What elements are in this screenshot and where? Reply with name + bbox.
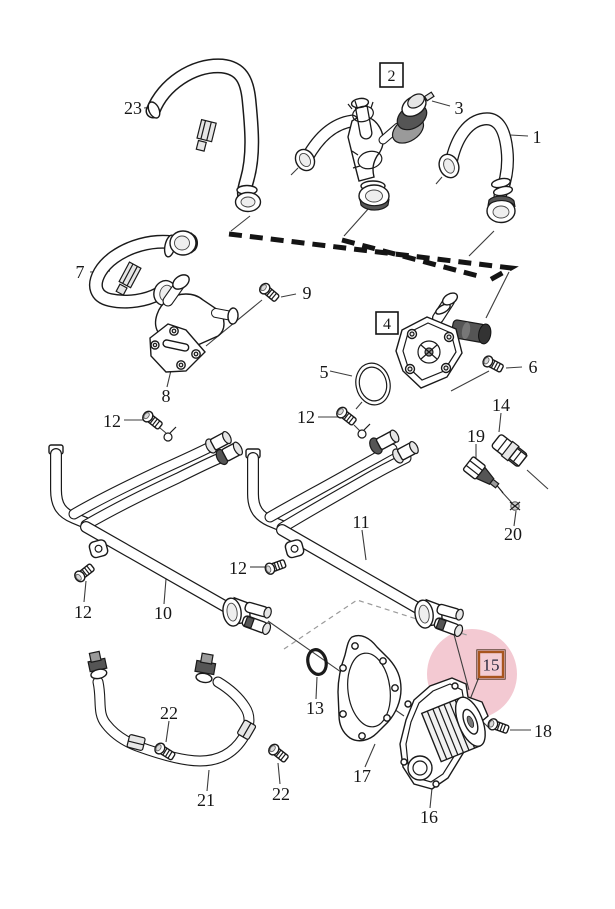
- part-10-pipe: [48, 426, 277, 637]
- label-17: 17: [353, 766, 371, 786]
- label-19: 19: [467, 426, 485, 446]
- part-16-water-pump: [399, 677, 489, 790]
- label-8: 8: [162, 386, 171, 406]
- part-17-gasket: [337, 634, 402, 742]
- part-16-pulley: [420, 696, 486, 763]
- part-13-oring: [306, 648, 328, 676]
- part-6-screw: [480, 353, 506, 375]
- label-21: 21: [197, 790, 215, 810]
- part-20-washer: [509, 501, 521, 511]
- label-22a: 22: [160, 703, 178, 723]
- part-19-sensor: [462, 456, 504, 494]
- part-9-screw: [256, 280, 282, 304]
- boxed-label-4-text[interactable]: 4: [383, 316, 391, 333]
- label-22b: 22: [272, 784, 290, 804]
- part-21-bracket-left: [126, 734, 146, 751]
- part-14-sensor: [491, 434, 528, 468]
- part-21-fitting-left: [87, 650, 108, 680]
- label-18: 18: [534, 721, 552, 741]
- part-10-bracket: [87, 538, 110, 560]
- boxed-label-2[interactable]: 2: [379, 62, 404, 88]
- part-2-clamp-upper: [347, 100, 374, 123]
- part-2-hose-assembly: [290, 97, 390, 211]
- part-3-valve: [378, 91, 435, 145]
- part-21-fitting-right: [194, 652, 217, 684]
- boxed-label-2-text[interactable]: 2: [388, 68, 396, 85]
- label-7: 7: [76, 262, 85, 282]
- label-9: 9: [303, 283, 312, 303]
- label-12d: 12: [229, 558, 247, 578]
- separator-dashed-lines: [228, 231, 519, 284]
- part-12-screw-c: [72, 561, 97, 585]
- label-11: 11: [352, 512, 369, 532]
- part-21-bracket-right: [237, 719, 257, 740]
- part-23-hose: [145, 58, 262, 213]
- label-14: 14: [492, 395, 510, 415]
- part-11-hook: [357, 423, 371, 439]
- label-13: 13: [306, 698, 324, 718]
- part-10-connector: [215, 593, 277, 637]
- label-3: 3: [455, 98, 464, 118]
- part-11-bracket: [283, 538, 306, 560]
- callout-labels: 23 3 1 7 9 8 5 6 12 12 14 19 20 11 10 12…: [74, 98, 552, 827]
- part-10-hook: [163, 426, 177, 442]
- part-2-clamp-mid: [351, 150, 383, 170]
- part-12-screw-b: [334, 404, 359, 428]
- part-4-thermostat-housing: [395, 292, 492, 389]
- label-5: 5: [320, 362, 329, 382]
- part-23-clamp: [195, 118, 217, 152]
- part-7-clamp: [115, 261, 142, 296]
- part-12-screw-d: [263, 557, 288, 577]
- part-22-screw-b: [266, 741, 291, 765]
- boxed-label-15-text[interactable]: 15: [483, 656, 500, 675]
- label-6: 6: [529, 357, 538, 377]
- label-12b: 12: [297, 407, 315, 427]
- part-5-gasket: [355, 362, 391, 410]
- boxed-label-15-highlighted[interactable]: 15: [476, 649, 506, 680]
- part-8-housing: [149, 274, 239, 373]
- part-11-pipe: [245, 423, 469, 639]
- label-12c: 12: [74, 602, 92, 622]
- part-11-connector: [407, 595, 469, 639]
- label-23: 23: [124, 98, 142, 118]
- label-12a: 12: [103, 411, 121, 431]
- part-18-screw: [486, 716, 511, 736]
- label-16: 16: [420, 807, 438, 827]
- part-1-hose: [435, 112, 516, 224]
- label-20: 20: [504, 524, 522, 544]
- label-10: 10: [154, 603, 172, 623]
- part-21-hose: [87, 650, 257, 767]
- boxed-label-4[interactable]: 4: [375, 311, 399, 335]
- label-1: 1: [533, 127, 542, 147]
